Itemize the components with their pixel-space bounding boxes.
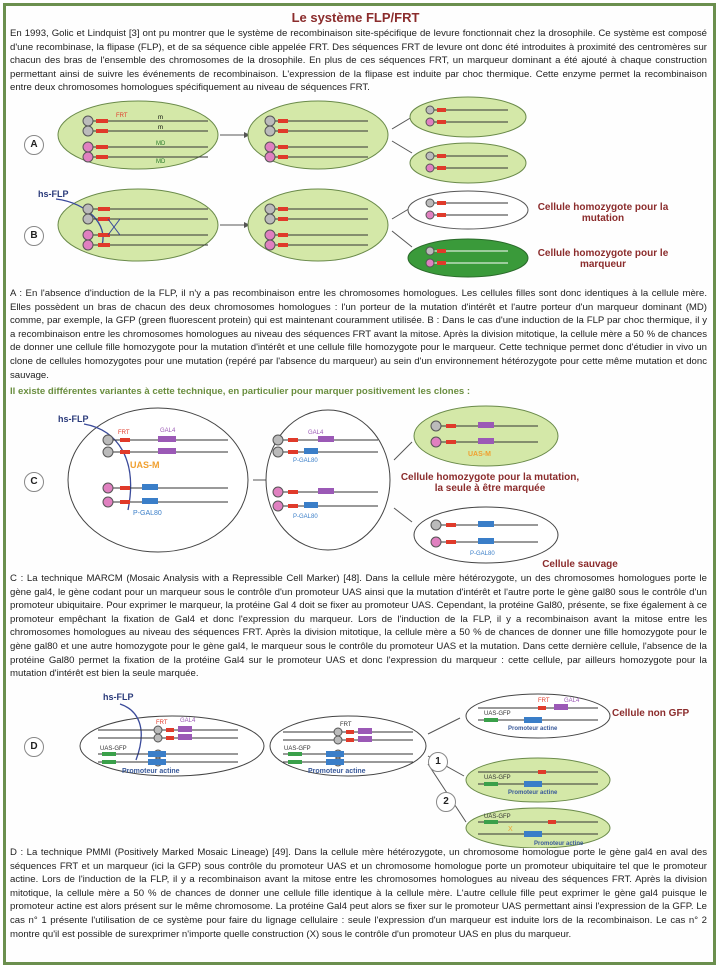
diagram-ab: FRT m m MD MD hs-FLP <box>38 96 529 278</box>
caption-non-gfp: Cellule non GFP <box>612 708 690 719</box>
svg-text:FRT: FRT <box>340 722 352 728</box>
svg-text:GAL4: GAL4 <box>160 428 176 434</box>
svg-text:hs-FLP: hs-FLP <box>38 189 69 199</box>
case-2-label: 2 <box>436 792 456 812</box>
svg-text:Promoteur actine: Promoteur actine <box>308 768 366 775</box>
caption-homo-mut-marquee: Cellule homozygote pour la mutation, la … <box>400 472 580 494</box>
caption-homo-mutation: Cellule homozygote pour la mutation <box>537 202 669 224</box>
label-c: C <box>24 472 44 492</box>
label-a: A <box>24 135 44 155</box>
svg-text:GAL4: GAL4 <box>564 698 580 704</box>
diagram-d: hs-FLP FRT GAL4 UAS-GFP Promoteur actine… <box>79 692 611 848</box>
svg-text:hs-FLP: hs-FLP <box>103 692 134 702</box>
svg-text:FRT: FRT <box>156 720 168 726</box>
svg-text:P-GAL80: P-GAL80 <box>293 514 318 520</box>
caption-homo-marqueur: Cellule homozygote pour le marqueur <box>537 248 669 270</box>
svg-text:P-GAL80: P-GAL80 <box>470 551 495 557</box>
svg-text:UAS-GFP: UAS-GFP <box>484 711 511 717</box>
svg-text:UAS-GFP: UAS-GFP <box>484 814 511 820</box>
svg-text:P-GAL80: P-GAL80 <box>133 510 162 517</box>
text-ab: A : En l'absence d'induction de la FLP, … <box>10 288 707 381</box>
svg-text:FRT: FRT <box>118 430 130 436</box>
svg-text:m: m <box>158 125 163 131</box>
svg-text:UAS-M: UAS-M <box>130 460 160 470</box>
variants-line: Il existe différentes variantes à cette … <box>10 386 471 397</box>
svg-text:GAL4: GAL4 <box>308 430 324 436</box>
a-mother-chromosomes: FRT m m MD MD <box>82 113 208 165</box>
svg-text:UAS-M: UAS-M <box>468 451 491 458</box>
page-title: Le système FLP/FRT <box>291 10 420 25</box>
label-b: B <box>24 226 44 246</box>
svg-text:Promoteur actine: Promoteur actine <box>508 790 558 796</box>
svg-text:Promoteur actine: Promoteur actine <box>508 726 558 732</box>
svg-text:UAS-GFP: UAS-GFP <box>100 746 127 752</box>
text-d: D : La technique PMMI (Positively Marked… <box>10 847 707 940</box>
caption-sauvage: Cellule sauvage <box>542 559 618 570</box>
svg-text:MD: MD <box>156 141 166 147</box>
svg-text:Promoteur actine: Promoteur actine <box>534 841 584 847</box>
svg-text:P-GAL80: P-GAL80 <box>293 458 318 464</box>
svg-text:hs-FLP: hs-FLP <box>58 414 89 424</box>
label-d: D <box>24 737 44 757</box>
svg-text:Promoteur actine: Promoteur actine <box>122 768 180 775</box>
svg-text:UAS-GFP: UAS-GFP <box>284 746 311 752</box>
svg-text:UAS-GFP: UAS-GFP <box>484 775 511 781</box>
svg-text:m: m <box>158 115 163 121</box>
diagram-c: hs-FLP UAS-M P-GAL80 FRT GAL4 GAL4 P-GAL… <box>58 405 559 564</box>
text-c: C : La technique MARCM (Mosaic Analysis … <box>10 573 707 680</box>
intro-paragraph: En 1993, Golic et Lindquist [3] ont pu m… <box>10 28 707 94</box>
svg-text:X: X <box>508 826 513 833</box>
svg-text:FRT: FRT <box>116 113 128 119</box>
svg-text:MD: MD <box>156 159 166 165</box>
svg-text:GAL4: GAL4 <box>180 718 196 724</box>
svg-text:FRT: FRT <box>538 698 550 704</box>
case-1-label: 1 <box>428 752 448 772</box>
